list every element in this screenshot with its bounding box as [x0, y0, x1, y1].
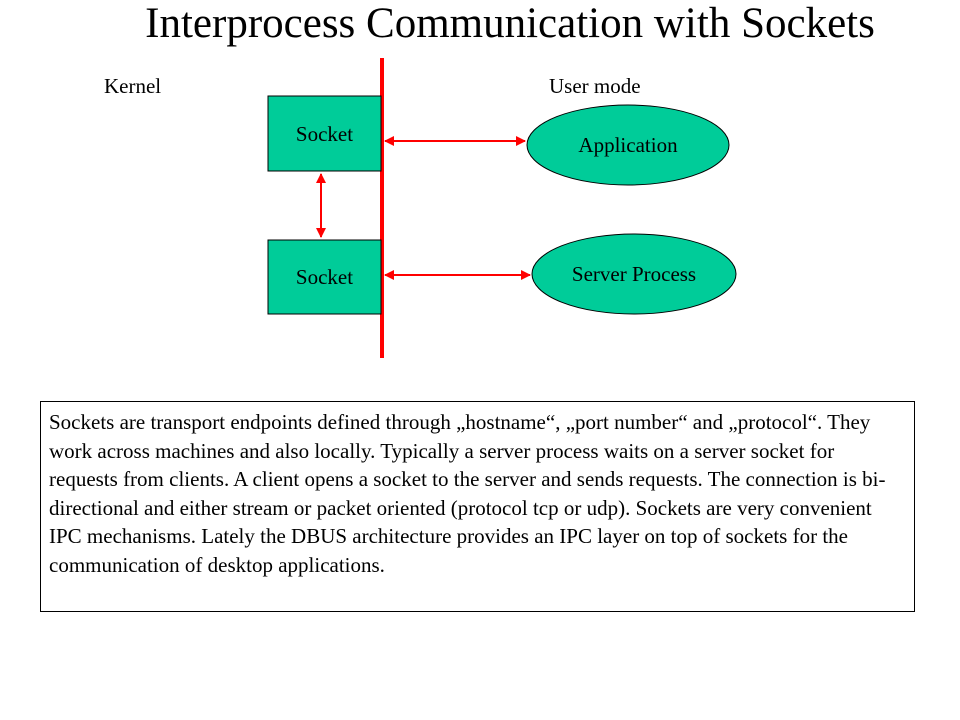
application-label: Application — [578, 133, 678, 157]
slide-title: Interprocess Communication with Sockets — [145, 0, 875, 47]
server-process-ellipse — [531, 233, 737, 315]
socket-top-box — [267, 95, 382, 172]
socket-top-label: Socket — [295, 122, 354, 146]
description-textbox: Sockets are transport endpoints defined … — [40, 401, 915, 612]
socket-bottom-box — [267, 239, 382, 315]
socket-bottom-label: Socket — [295, 265, 354, 289]
application-ellipse — [526, 104, 730, 186]
kernel-label: Kernel — [104, 74, 162, 98]
user-mode-label: User mode — [549, 74, 641, 98]
server-process-label: Server Process — [571, 262, 697, 286]
